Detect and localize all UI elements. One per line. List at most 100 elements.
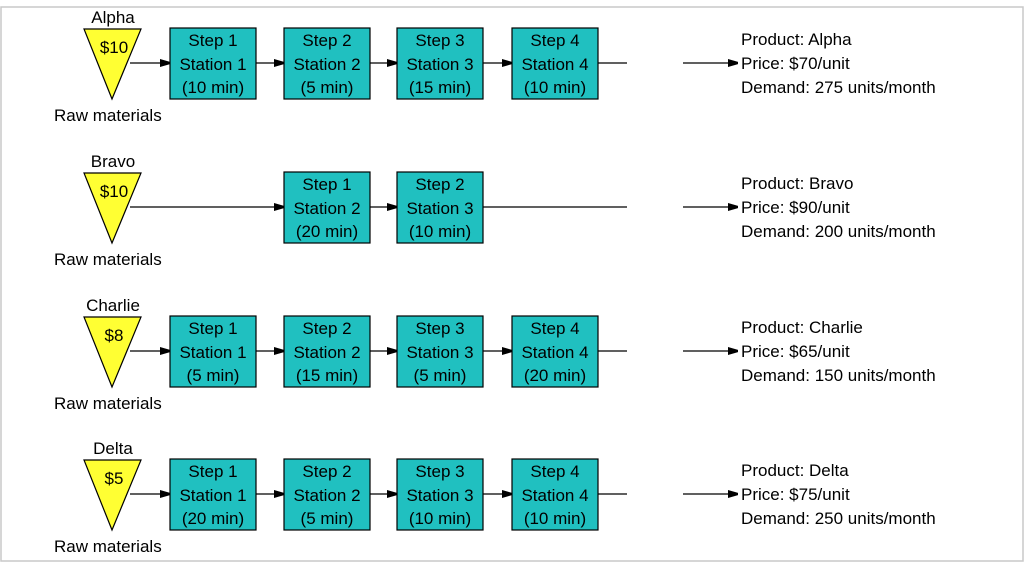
diagram-frame <box>0 6 1024 562</box>
process-step-box: Step 1 Station 1 (20 min) <box>169 458 257 531</box>
product-name-label: Charlie <box>86 296 140 315</box>
product-info-price: Price: $75/unit <box>741 485 850 504</box>
station-label: Station 1 <box>179 343 246 362</box>
step-time-label: (10 min) <box>524 78 586 97</box>
step-box-rect <box>396 171 484 244</box>
step-label: Step 2 <box>415 175 464 194</box>
process-step-box: Step 2 Station 2 (5 min) <box>283 27 371 100</box>
step-box-rect <box>169 458 257 531</box>
step-box-rect <box>396 458 484 531</box>
raw-materials-label: Raw materials <box>54 537 162 556</box>
process-step-box: Step 4 Station 4 (10 min) <box>511 458 599 531</box>
step-label: Step 1 <box>188 319 237 338</box>
step-label: Step 1 <box>188 31 237 50</box>
process-step-box: Step 1 Station 1 (5 min) <box>169 315 257 388</box>
step-time-label: (20 min) <box>182 509 244 528</box>
step-box-rect <box>396 27 484 100</box>
step-time-label: (10 min) <box>409 222 471 241</box>
product-info-demand: Demand: 200 units/month <box>741 222 936 241</box>
process-step-box: Step 2 Station 2 (5 min) <box>283 458 371 531</box>
step-time-label: (10 min) <box>524 509 586 528</box>
station-label: Station 3 <box>406 55 473 74</box>
step-label: Step 4 <box>530 319 579 338</box>
station-label: Station 4 <box>521 486 588 505</box>
step-label: Step 1 <box>302 175 351 194</box>
step-box-rect <box>283 458 371 531</box>
step-label: Step 3 <box>415 462 464 481</box>
step-label: Step 3 <box>415 319 464 338</box>
step-box-rect <box>283 27 371 100</box>
station-label: Station 1 <box>179 486 246 505</box>
step-label: Step 1 <box>188 462 237 481</box>
station-label: Station 3 <box>406 486 473 505</box>
product-info-demand: Demand: 250 units/month <box>741 509 936 528</box>
step-time-label: (20 min) <box>296 222 358 241</box>
step-label: Step 4 <box>530 31 579 50</box>
step-time-label: (5 min) <box>301 78 354 97</box>
process-step-box: Step 3 Station 3 (10 min) <box>396 458 484 531</box>
raw-material-cost: $5 <box>105 469 124 488</box>
raw-material-triangle <box>83 28 142 101</box>
step-box-rect <box>169 27 257 100</box>
step-time-label: (5 min) <box>414 366 467 385</box>
step-label: Step 3 <box>415 31 464 50</box>
product-info-name: Product: Charlie <box>741 318 863 337</box>
station-label: Station 3 <box>406 343 473 362</box>
process-step-box: Step 4 Station 4 (10 min) <box>511 27 599 100</box>
step-box-rect <box>511 458 599 531</box>
raw-material-triangle <box>83 316 142 389</box>
step-box-rect <box>396 315 484 388</box>
station-label: Station 4 <box>521 55 588 74</box>
process-step-box: Step 3 Station 3 (15 min) <box>396 27 484 100</box>
station-label: Station 1 <box>179 55 246 74</box>
step-time-label: (10 min) <box>409 509 471 528</box>
station-label: Station 2 <box>293 55 360 74</box>
step-box-rect <box>169 315 257 388</box>
step-time-label: (10 min) <box>182 78 244 97</box>
raw-materials-label: Raw materials <box>54 250 162 269</box>
station-label: Station 2 <box>293 199 360 218</box>
step-label: Step 2 <box>302 319 351 338</box>
step-time-label: (5 min) <box>301 509 354 528</box>
raw-materials-label: Raw materials <box>54 106 162 125</box>
station-label: Station 2 <box>293 343 360 362</box>
product-info-demand: Demand: 150 units/month <box>741 366 936 385</box>
station-label: Station 2 <box>293 486 360 505</box>
step-time-label: (15 min) <box>409 78 471 97</box>
process-step-box: Step 1 Station 2 (20 min) <box>283 171 371 244</box>
step-label: Step 2 <box>302 31 351 50</box>
step-box-rect <box>283 171 371 244</box>
step-box-rect <box>511 315 599 388</box>
step-box-rect <box>511 27 599 100</box>
step-time-label: (20 min) <box>524 366 586 385</box>
process-step-box: Step 2 Station 3 (10 min) <box>396 171 484 244</box>
process-step-box: Step 2 Station 2 (15 min) <box>283 315 371 388</box>
product-info-name: Product: Delta <box>741 461 849 480</box>
product-name-label: Delta <box>93 439 133 458</box>
step-box-rect <box>283 315 371 388</box>
process-step-box: Step 1 Station 1 (10 min) <box>169 27 257 100</box>
raw-materials-label: Raw materials <box>54 394 162 413</box>
product-info-price: Price: $90/unit <box>741 198 850 217</box>
raw-material-cost: $10 <box>100 38 128 57</box>
raw-material-cost: $10 <box>100 182 128 201</box>
step-label: Step 2 <box>302 462 351 481</box>
station-label: Station 3 <box>406 199 473 218</box>
step-time-label: (5 min) <box>187 366 240 385</box>
product-info-price: Price: $70/unit <box>741 54 850 73</box>
process-step-box: Step 3 Station 3 (5 min) <box>396 315 484 388</box>
raw-material-triangle <box>83 172 142 245</box>
step-time-label: (15 min) <box>296 366 358 385</box>
product-name-label: Alpha <box>91 8 135 27</box>
product-name-label: Bravo <box>91 152 135 171</box>
raw-material-triangle <box>83 459 142 532</box>
step-label: Step 4 <box>530 462 579 481</box>
product-info-name: Product: Alpha <box>741 30 852 49</box>
raw-material-cost: $8 <box>105 326 124 345</box>
